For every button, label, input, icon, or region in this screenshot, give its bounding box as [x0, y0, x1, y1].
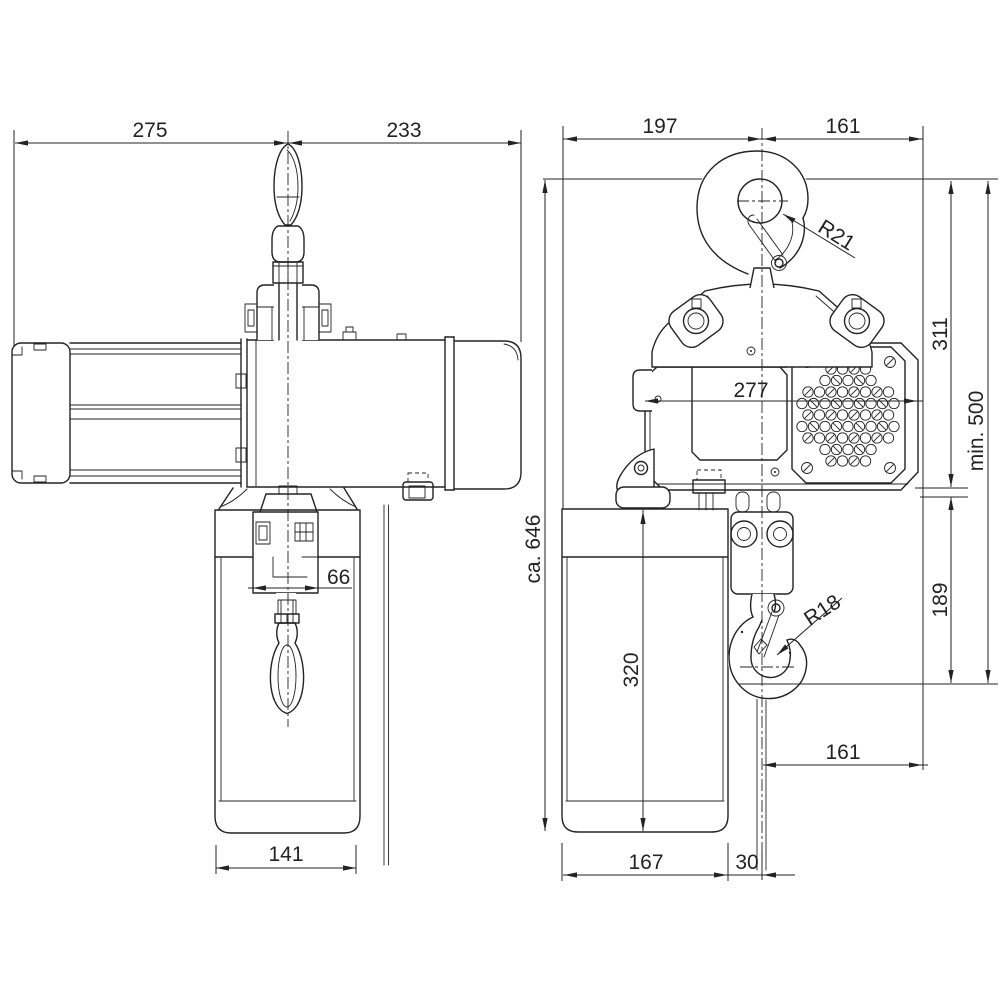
dim-front-overall-height: ca. 646 — [522, 515, 545, 584]
front-chain-strand — [757, 690, 766, 870]
dim-front-upper-height: 311 — [929, 317, 952, 350]
dim-front-bag-width: 167 — [628, 851, 663, 874]
chain-guide-bolts — [693, 470, 725, 510]
side-hook-block — [253, 512, 318, 593]
front-body — [616, 343, 918, 510]
dim-front-hook-offset: 161 — [825, 741, 860, 764]
gear-housing — [247, 327, 521, 500]
side-chain-strand — [384, 505, 389, 865]
chain-stopper — [616, 449, 670, 508]
dim-side-overall-left: 275 — [132, 119, 167, 142]
dim-side-bag-width: 141 — [268, 843, 303, 866]
front-top-hook — [696, 149, 810, 288]
dim-front-min-headroom: min. 500 — [965, 391, 988, 472]
dim-side-hook-block-width: 66 — [327, 566, 350, 589]
dim-front-chain-offset: 30 — [735, 851, 758, 874]
dim-front-bag-height: 320 — [620, 652, 643, 687]
dim-side-overall-right: 233 — [386, 119, 421, 142]
side-bottom-hook — [270, 593, 303, 714]
dim-top-hook-radius: R21 — [814, 216, 859, 256]
suspension-yoke — [652, 284, 889, 367]
dimension-labels: 275 233 66 141 197 161 277 161 167 30 31… — [132, 115, 988, 874]
dim-front-top-left: 197 — [642, 115, 677, 138]
dim-bottom-hook-radius: R18 — [800, 590, 845, 630]
dimension-lines — [14, 126, 991, 881]
side-view — [12, 131, 521, 865]
dim-front-body-width: 277 — [733, 379, 768, 402]
front-chain-bag — [562, 509, 728, 832]
front-view — [543, 126, 998, 880]
motor — [12, 339, 247, 487]
dim-front-top-right: 161 — [825, 115, 860, 138]
dim-front-lower-height: 189 — [929, 582, 952, 617]
front-bottom-hook — [728, 594, 807, 700]
chain-guide-flare — [219, 486, 357, 512]
